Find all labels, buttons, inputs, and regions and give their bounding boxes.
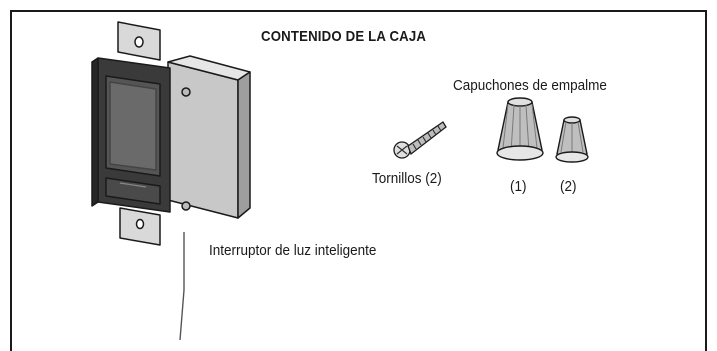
screws-label: Tornillos (2) [372, 170, 442, 187]
smart-switch-illustration [91, 21, 251, 341]
wire-cap-small-count: (2) [560, 178, 577, 195]
smart-switch-label: Interruptor de luz inteligente [209, 242, 377, 259]
box-contents-frame [10, 10, 707, 351]
wire-cap-small-illustration [555, 116, 589, 163]
box-contents-title: CONTENIDO DE LA CAJA [261, 28, 427, 45]
wire-cap-large-illustration [496, 97, 544, 161]
wire-cap-large-count: (1) [510, 178, 527, 195]
screw-illustration [393, 121, 447, 159]
wire-caps-label: Capuchones de empalme [453, 77, 607, 94]
